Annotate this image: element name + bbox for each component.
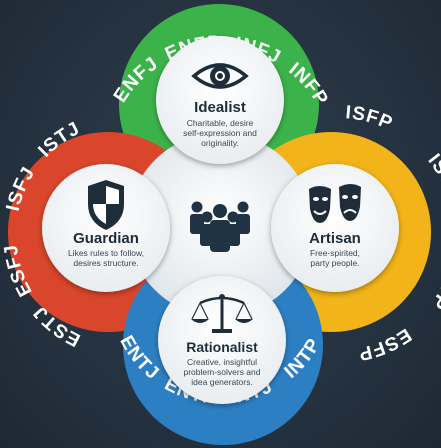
shield-icon bbox=[88, 180, 124, 230]
card-desc-line: problem-solvers and bbox=[183, 367, 260, 377]
card-desc-line: party people. bbox=[310, 258, 359, 268]
card-desc-line: Free-spirited, bbox=[310, 248, 360, 258]
svg-text:ESTP: ESTP bbox=[426, 255, 441, 314]
type-label: ISTP bbox=[424, 150, 441, 202]
card-desc-line: Creative, insightful bbox=[187, 357, 257, 367]
theater-masks-icon bbox=[309, 184, 361, 223]
scales-icon bbox=[191, 294, 253, 333]
svg-text:ISFP: ISFP bbox=[345, 102, 396, 134]
eye-icon bbox=[191, 63, 249, 89]
card-desc-line: desires structure. bbox=[73, 258, 138, 268]
card-title: Artisan bbox=[309, 230, 361, 247]
card-desc-line: Likes rules to follow, bbox=[68, 248, 144, 258]
card-title: Idealist bbox=[194, 99, 246, 116]
svg-text:ISTP: ISTP bbox=[424, 150, 441, 202]
card-title: Guardian bbox=[73, 230, 139, 247]
svg-text:ESFP: ESFP bbox=[356, 324, 415, 364]
type-label: ESTP bbox=[426, 255, 441, 314]
card-desc-line: originality. bbox=[201, 138, 239, 148]
card-desc-line: idea generators. bbox=[191, 377, 252, 387]
card-desc-line: self-expression and bbox=[183, 128, 257, 138]
card-desc-line: Charitable, desire bbox=[187, 118, 254, 128]
guardian-card: Guardian Likes rules to follow, desires … bbox=[42, 164, 170, 292]
type-label: ESFP bbox=[356, 324, 414, 364]
idealist-card: Idealist Charitable, desire self-express… bbox=[156, 36, 284, 164]
type-label: ISFP bbox=[345, 102, 395, 134]
artisan-card: Artisan Free-spirited, party people. bbox=[271, 164, 399, 292]
people-group-icon bbox=[190, 201, 250, 252]
card-title: Rationalist bbox=[186, 339, 258, 355]
rationalist-card: Rationalist Creative, insightful problem… bbox=[158, 276, 286, 404]
